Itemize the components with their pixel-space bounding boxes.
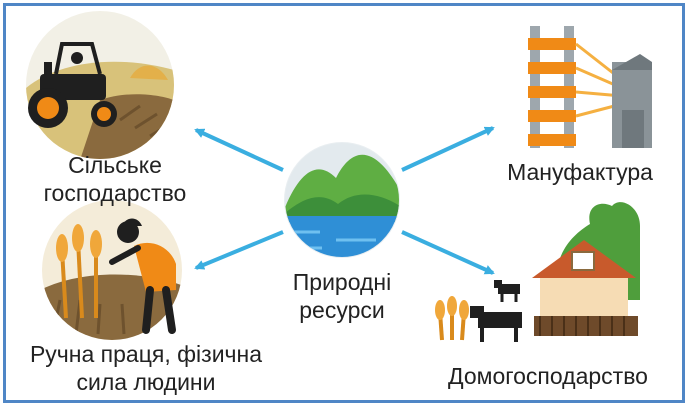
factory-icon — [528, 26, 652, 148]
nature-landscape-icon — [284, 142, 400, 258]
arrow-to-manual-labor — [194, 230, 284, 270]
manufacture-label-line1: Мануфактура — [507, 159, 653, 185]
center-label-line1: Природні — [292, 269, 392, 295]
manufacture-label: Мануфактура — [490, 158, 670, 186]
arrow-to-manufacture — [401, 126, 495, 172]
center-label: Природні ресурси — [282, 268, 402, 324]
agriculture-label-line2: господарство — [43, 180, 187, 206]
agriculture-label: Сільське господарство — [30, 151, 200, 207]
center-label-line2: ресурси — [299, 297, 385, 323]
manual-labor-label-line1: Ручна праця, фізична — [29, 341, 263, 367]
household-label: Домогосподарство — [420, 362, 676, 390]
manual-labor-label: Ручна праця, фізична сила людини — [6, 340, 286, 396]
household-label-line1: Домогосподарство — [448, 363, 648, 389]
arrow-to-household — [401, 230, 495, 275]
farmer-harvesting-icon — [42, 200, 182, 340]
tractor-icon — [26, 11, 174, 159]
farmstead-icon — [435, 202, 640, 342]
manual-labor-label-line2: сила людини — [76, 369, 216, 395]
agriculture-label-line1: Сільське — [68, 152, 162, 178]
arrow-to-agriculture — [194, 128, 284, 172]
